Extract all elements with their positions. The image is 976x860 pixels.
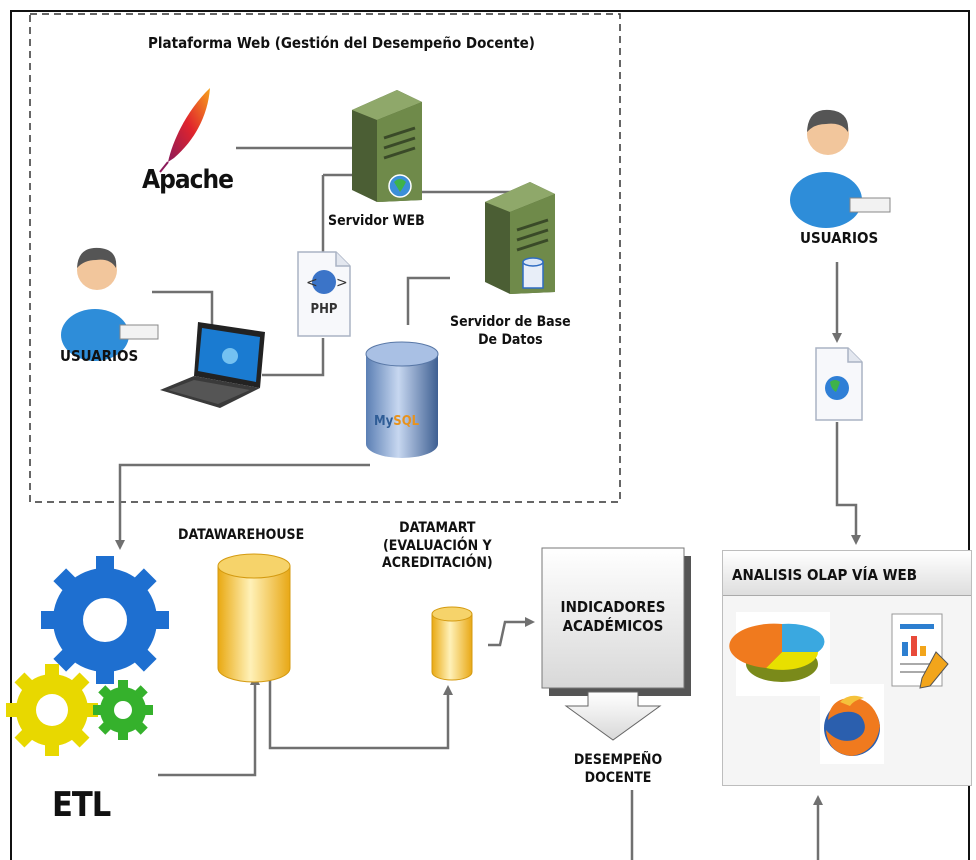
web-page-icon (815, 347, 863, 424)
users-right-label: USUARIOS (800, 229, 879, 247)
etl-gears-icon (6, 556, 180, 774)
mysql-label-my: My (374, 414, 394, 429)
datawarehouse-cylinder (217, 552, 291, 688)
mysql-db-icon: MySQL (365, 340, 439, 464)
indicators-label: INDICADORES ACADÉMICOS (542, 598, 684, 636)
laptop-icon (160, 320, 270, 414)
mysql-label: MySQL (374, 414, 419, 429)
yellow-gear-icon (6, 664, 98, 756)
user-icon-right (788, 100, 908, 228)
db-server-label: Servidor de Base De Datos (450, 314, 571, 349)
php-file-icon: < > PHP (297, 251, 351, 340)
web-server-label: Servidor WEB (328, 213, 425, 229)
feather-icon (159, 88, 210, 173)
svg-text:<: < (306, 275, 318, 291)
pie-chart-icon (729, 612, 830, 700)
etl-label: ETL (52, 785, 111, 825)
mysql-label-sql: SQL (393, 414, 420, 429)
datamart-label-line3: ACREDITACIÓN) (382, 555, 493, 571)
indicators-label-line1: INDICADORES (560, 598, 666, 616)
datawarehouse-label: DATAWAREHOUSE (178, 527, 305, 543)
users-left-label: USUARIOS (60, 347, 139, 365)
php-label: PHP (310, 302, 338, 317)
olap-header (723, 551, 971, 596)
olap-title: ANALISIS OLAP VÍA WEB (732, 566, 918, 584)
green-gear-icon (93, 680, 153, 740)
db-server-label-line2: De Datos (478, 331, 543, 348)
firefox-icon (820, 684, 884, 768)
datamart-label-line1: DATAMART (399, 520, 476, 536)
svg-text:>: > (336, 275, 348, 291)
platform-title: Plataforma Web (Gestión del Desempeño Do… (148, 34, 535, 52)
performance-label-line1: DESEMPEÑO (573, 752, 663, 768)
user-icon-left (60, 240, 160, 361)
indicators-label-line2: ACADÉMICOS (562, 616, 664, 635)
performance-label: DESEMPEÑO DOCENTE (553, 752, 683, 787)
blue-gear-icon (41, 556, 169, 684)
report-icon (890, 612, 952, 696)
diagram-border (10, 10, 970, 860)
db-server-icon (485, 182, 555, 306)
datamart-label-line2: (EVALUACIÓN Y (382, 537, 492, 554)
web-server-icon (352, 90, 422, 209)
performance-label-line2: DOCENTE (584, 769, 652, 786)
apache-label: Apache (142, 165, 234, 195)
indicators-box (541, 547, 692, 748)
db-server-label-line1: Servidor de Base (450, 314, 571, 330)
datamart-cylinder (431, 606, 473, 686)
apache-logo: Apache (138, 84, 238, 204)
datamart-label: DATAMART (EVALUACIÓN Y ACREDITACIÓN) (382, 520, 493, 573)
